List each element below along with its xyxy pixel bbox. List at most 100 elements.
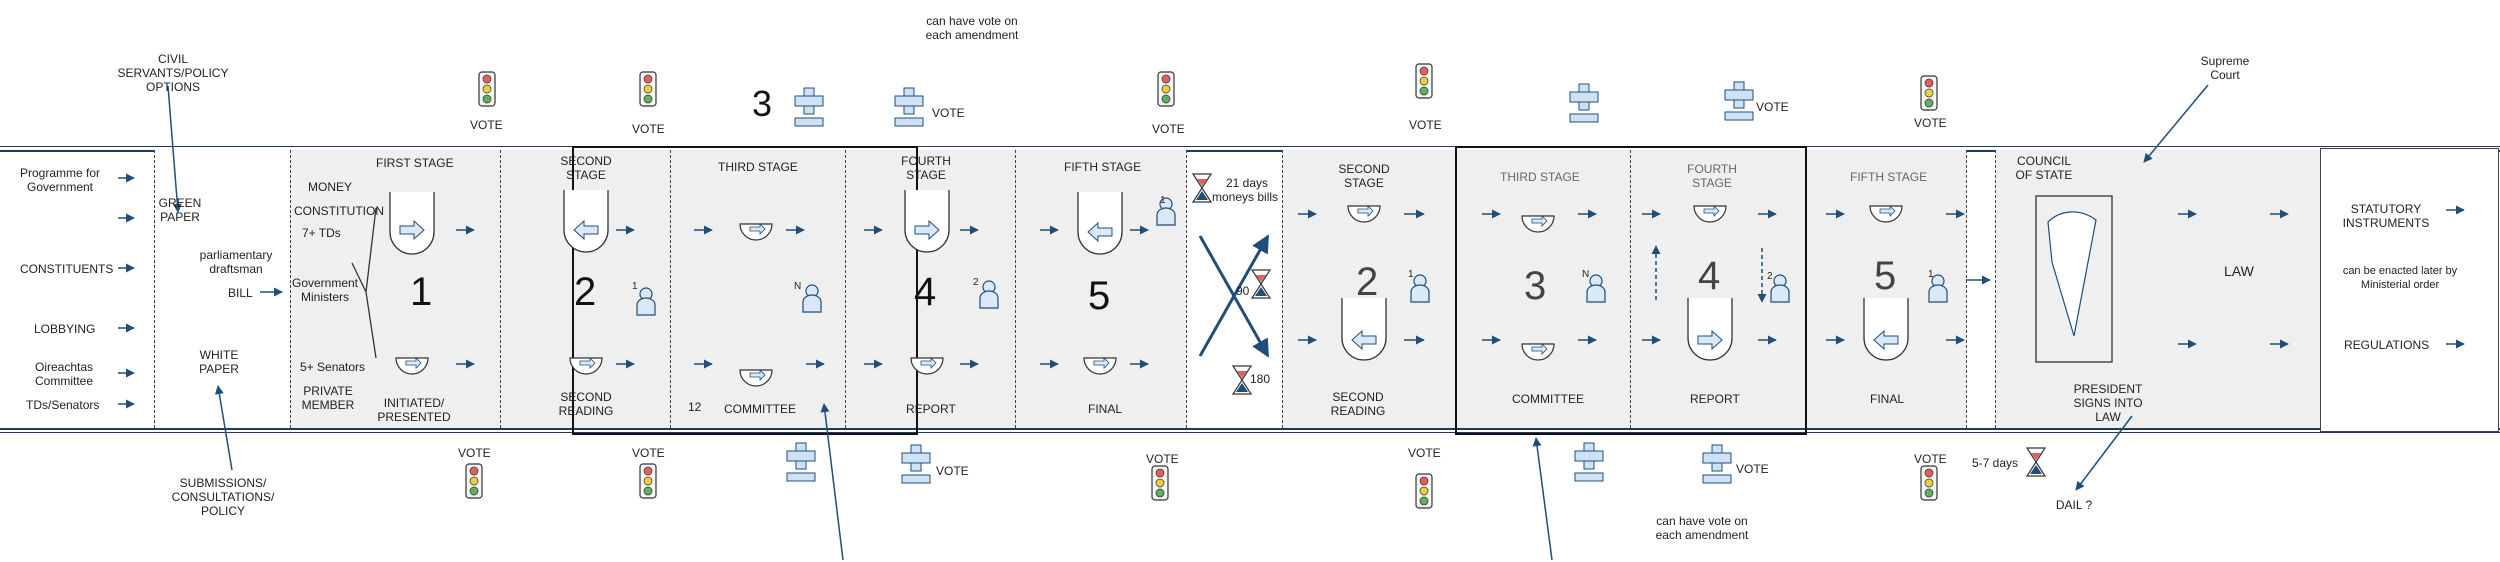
person-count: 1 <box>1408 269 1414 280</box>
seanad-fifth-u-icon <box>1863 297 1909 361</box>
constitution-label: CONSTITUTION <box>294 204 384 218</box>
vote-label: VOTE <box>1756 100 1789 114</box>
top-number-three: 3 <box>752 83 773 124</box>
seanad-third-bowl-icon <box>1521 215 1555 233</box>
input-arrows <box>118 84 2209 561</box>
person-icon <box>636 287 656 316</box>
seanad-final-label: FINAL <box>1870 392 1905 406</box>
regulations-label: REGULATIONS <box>2344 338 2430 352</box>
lobbying-label: LOBBYING <box>34 322 96 336</box>
days-180-label: 180 <box>1250 372 1271 386</box>
green-paper-label: GREEN PAPER <box>158 196 202 224</box>
band-bottom-line-inner <box>0 432 2500 433</box>
programme-label: Programme for Government <box>19 166 101 194</box>
seanad-report-label: REPORT <box>1690 392 1740 406</box>
seanad-second-bowl-icon <box>1347 205 1381 223</box>
hourglass-icon <box>1192 173 1212 203</box>
traffic-light-icon <box>1920 465 1938 501</box>
gov-ministers-label: Government Ministers <box>291 276 359 304</box>
law-label: LAW <box>2224 263 2254 279</box>
panel-law <box>2160 150 2320 428</box>
first-stage-bowl-icon <box>395 357 429 375</box>
submissions-label: SUBMISSIONS/ CONSULTATIONS/ POLICY <box>171 476 275 518</box>
fifth-stage-bowl-icon <box>1083 357 1117 375</box>
days-5-7-label: 5-7 days <box>1972 456 2019 470</box>
person-count: 2 <box>1767 271 1773 282</box>
vote-label: VOTE <box>1146 452 1179 466</box>
traffic-light-icon <box>1415 63 1433 99</box>
vote-label: VOTE <box>1914 452 1947 466</box>
dail-flow-arrows <box>456 225 1149 369</box>
supreme-court-label: Supreme Court <box>2200 54 2250 82</box>
white-paper-label: WHITE PAPER <box>199 348 239 376</box>
amendment-note-bottom: can have vote on each amendment <box>1655 514 1749 542</box>
president-label: PRESIDENT SIGNS INTO LAW <box>2073 382 2143 424</box>
stage-number: 1 <box>410 270 433 314</box>
traffic-light-icon <box>1151 465 1169 501</box>
days-90-label: 90 <box>1236 284 1250 298</box>
traffic-light-icon <box>465 463 483 499</box>
third-stage-bowl-icon <box>739 369 773 387</box>
amendment-plus-minus-icon <box>901 444 931 484</box>
stage-number: 2 <box>574 270 597 314</box>
person-count: N <box>1582 269 1590 280</box>
seanad-flow-arrows <box>1298 205 2465 349</box>
vote-label: VOTE <box>632 446 665 460</box>
oireachtas-label: Oireachtas Committee <box>34 360 94 388</box>
seanad-fifth-bowl-icon <box>1869 205 1903 223</box>
constituents-label: CONSTITUENTS <box>20 262 114 276</box>
band-top-line-inner <box>0 150 2500 152</box>
vote-label: VOTE <box>470 118 503 132</box>
draftsman-label: parliamentary draftsman <box>199 248 273 276</box>
bill-label: BILL <box>228 286 253 300</box>
seanad-third-stage-title: THIRD STAGE <box>1500 170 1580 184</box>
vote-label: VOTE <box>1914 116 1947 130</box>
money-bills-label: moneys bills <box>1212 190 1279 204</box>
hourglass-icon <box>1232 365 1252 395</box>
person-count: 1 <box>1928 269 1934 280</box>
seanad-committee-label: COMMITTEE <box>1512 392 1584 406</box>
initiated-label: INITIATED/ PRESENTED <box>377 396 451 424</box>
amendment-plus-minus-icon <box>786 442 816 482</box>
harp-document-icon <box>2035 195 2113 363</box>
fourth-stage-u-icon <box>904 189 950 253</box>
band-top-line <box>0 146 2500 147</box>
first-stage-u-icon <box>389 191 435 255</box>
vote-label: VOTE <box>936 464 969 478</box>
vote-label: VOTE <box>932 106 965 120</box>
seanad-second-stage-title: SECOND STAGE <box>1338 162 1390 190</box>
vote-label: VOTE <box>1408 446 1441 460</box>
cross-arrows <box>1198 234 1270 358</box>
report-dashed-arrows <box>1651 245 1767 303</box>
fourth-stage-bowl-icon <box>910 357 944 375</box>
amendment-plus-minus-icon <box>1702 444 1732 484</box>
person-icon <box>1770 274 1790 303</box>
second-stage-bowl-icon <box>569 357 603 375</box>
stage-number: 4 <box>914 270 937 314</box>
amendment-plus-minus-icon <box>894 87 924 127</box>
panel-statutory <box>2320 148 2499 432</box>
vote-label: VOTE <box>458 446 491 460</box>
council-label: COUNCIL OF STATE <box>2015 154 2073 182</box>
fifth-stage-title: FIFTH STAGE <box>1064 160 1142 174</box>
dail-committee-frame <box>572 146 918 435</box>
person-icon <box>979 280 999 309</box>
statutory-label: STATUTORY INSTRUMENTS <box>2342 202 2430 230</box>
amendment-note-top: can have vote on each amendment <box>925 14 1019 42</box>
person-icon <box>802 284 822 313</box>
committee-label: COMMITTEE <box>724 402 796 416</box>
hourglass-icon <box>2026 447 2046 477</box>
seanad-fourth-bowl-icon <box>1693 205 1727 223</box>
second-stage-title: SECOND STAGE <box>560 154 612 182</box>
dail-question-label: DAIL ? <box>2055 498 2093 512</box>
vote-label: VOTE <box>632 122 665 136</box>
seanad-second-u-icon <box>1341 297 1387 361</box>
stage-number: 5 <box>1088 274 1111 318</box>
traffic-light-icon <box>639 71 657 107</box>
seanad-committee-frame <box>1455 146 1807 435</box>
person-icon <box>1586 274 1606 303</box>
traffic-light-icon <box>639 463 657 499</box>
second-stage-u-icon <box>563 189 609 253</box>
fourth-stage-title: FOURTH STAGE <box>901 154 951 182</box>
private-member-label: PRIVATE MEMBER <box>301 384 355 412</box>
